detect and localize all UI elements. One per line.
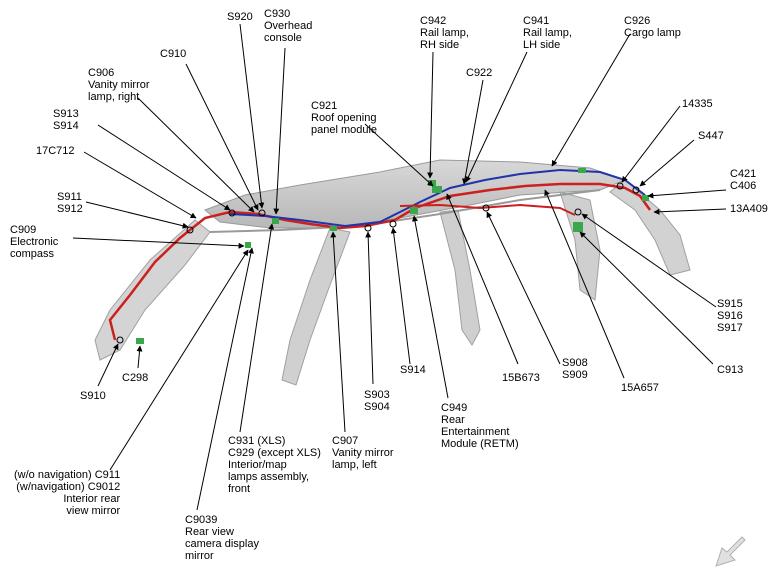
side-rail — [209, 189, 601, 233]
connector-c921 — [432, 186, 442, 193]
label-s908: S908 S909 — [562, 357, 588, 381]
a-pillar — [94, 219, 211, 361]
label-c421: C421 C406 — [730, 168, 757, 192]
label-s913: S913 S914 — [53, 108, 79, 132]
b-pillar — [281, 227, 351, 386]
label-15a657: 15A657 — [621, 382, 659, 394]
harness-red — [108, 182, 652, 341]
connector-c949 — [410, 207, 418, 214]
splice-s908 — [482, 204, 490, 212]
label-s920: S920 — [227, 11, 253, 23]
label-s911: S911 S912 — [57, 191, 83, 215]
label-c926: C926 Cargo lamp — [624, 15, 681, 39]
leader-lines — [72, 23, 727, 511]
arrow-down-left-icon[interactable] — [715, 536, 746, 567]
splice-s911 — [186, 226, 194, 234]
label-s915: S915 S916 S917 — [717, 298, 743, 334]
label-c931: C931 (XLS) C929 (except XLS) Interior/ma… — [228, 435, 321, 495]
label-c911: (w/o navigation) C911 (w/navigation) C90… — [14, 469, 121, 517]
label-c921: C921 Roof opening panel module — [311, 100, 378, 136]
label-c909: C909 Electronic compass — [10, 224, 59, 260]
wiring-harness — [108, 168, 652, 344]
splice-14335 — [616, 182, 624, 190]
label-c949: C949 Rear Entertainment Module (RETM) — [441, 402, 519, 450]
connector-c421 — [642, 195, 649, 201]
label-c906: C906 Vanity mirror lamp, right — [88, 67, 150, 103]
harness-red-branch — [399, 203, 576, 216]
connector-c913 — [573, 222, 583, 232]
label-14335: 14335 — [682, 98, 713, 110]
label-c941: C941 Rail lamp, LH side — [523, 15, 572, 51]
connector-c907 — [330, 226, 337, 231]
label-c942: C942 Rail lamp, RH side — [420, 15, 469, 51]
connector-c298 — [136, 338, 144, 344]
splice-s447 — [632, 186, 640, 194]
label-c298: C298 — [122, 372, 149, 384]
label-c922: C922 — [466, 67, 493, 79]
splice-s910 — [116, 336, 124, 344]
label-c9039: C9039 Rear view camera display mirror — [185, 514, 259, 562]
splice-s920 — [258, 209, 266, 217]
label-15b673: 15B673 — [502, 372, 540, 384]
connector-c929 — [272, 218, 279, 224]
label-s447: S447 — [698, 130, 724, 142]
label-17c712: 17C712 — [36, 145, 75, 157]
label-c907: C907 Vanity mirror lamp, left — [332, 435, 394, 471]
label-s914: S914 — [400, 364, 426, 376]
label-s903: S903 S904 — [364, 389, 390, 413]
label-c930: C930 Overhead console — [264, 8, 313, 44]
label-c913: C913 — [717, 364, 744, 376]
connector-c926 — [578, 168, 586, 173]
splice-s914 — [389, 220, 397, 228]
splice-s915 — [574, 208, 582, 216]
label-s910: S910 — [80, 390, 106, 402]
harness-blue — [229, 168, 646, 228]
splice-s913 — [228, 209, 236, 217]
c-pillar — [439, 209, 481, 346]
label-13a409: 13A409 — [730, 203, 768, 215]
connector-c909 — [245, 242, 251, 248]
label-c910: C910 — [160, 48, 187, 60]
vehicle-body — [94, 159, 691, 386]
splice-s903 — [364, 224, 372, 232]
